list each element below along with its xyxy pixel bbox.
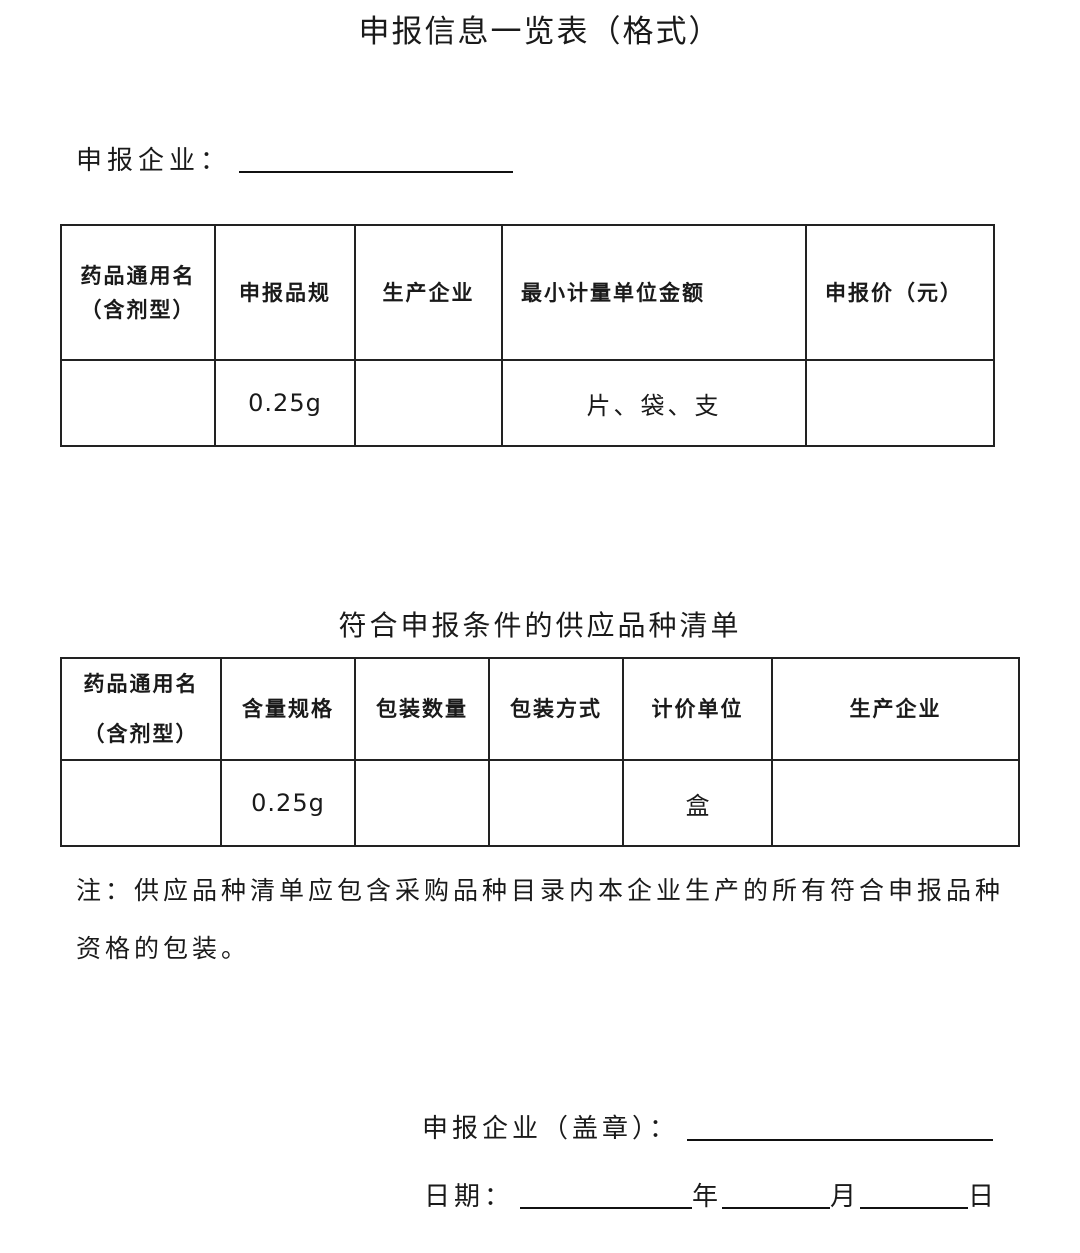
header-drug-name: 药品通用名 （含剂型）	[60, 224, 216, 361]
date-label: 日期：	[424, 1182, 515, 1212]
cell-package-method[interactable]	[488, 759, 624, 847]
month-blank-field[interactable]	[722, 1207, 831, 1209]
cell-manufacturer[interactable]	[771, 759, 1020, 847]
cell-manufacturer[interactable]	[354, 359, 503, 447]
table-row: 0.25g 片、袋、支	[60, 359, 995, 447]
header-package-quantity: 包装数量	[354, 657, 490, 761]
cell-pricing-unit[interactable]: 盒	[622, 759, 773, 847]
company-line: 申报企业：	[76, 140, 514, 177]
sign-blank-field[interactable]	[687, 1139, 994, 1141]
header-declared-price: 申报价（元）	[805, 224, 995, 361]
header-content-spec: 含量规格	[220, 657, 356, 761]
day-label: 日	[968, 1182, 999, 1212]
cell-package-quantity[interactable]	[354, 759, 490, 847]
table-header-row: 药品通用名 （含剂型） 申报品规 生产企业 最小计量单位金额 申报价（元）	[60, 224, 995, 361]
date-line: 日期： 年 月 日	[424, 1176, 998, 1213]
declaration-table: 药品通用名 （含剂型） 申报品规 生产企业 最小计量单位金额 申报价（元） 0.…	[60, 224, 995, 447]
table-header-row: 药品通用名 （含剂型） 含量规格 包装数量 包装方式 计价单位 生产企业	[60, 657, 1020, 761]
section-subtitle: 符合申报条件的供应品种清单	[338, 609, 742, 642]
header-drug-name-line2: （含剂型）	[80, 297, 196, 322]
header-package-method: 包装方式	[488, 657, 624, 761]
year-label: 年	[692, 1182, 723, 1212]
note-text: 注：供应品种清单应包含采购品种目录内本企业生产的所有符合申报品种资格的包装。	[76, 876, 1005, 963]
company-label: 申报企业：	[76, 146, 232, 176]
day-blank-field[interactable]	[860, 1207, 969, 1209]
header-manufacturer: 生产企业	[354, 224, 503, 361]
supply-list-table: 药品通用名 （含剂型） 含量规格 包装数量 包装方式 计价单位 生产企业 0.2…	[60, 657, 1020, 847]
company-blank-field[interactable]	[239, 171, 514, 173]
cell-content-spec[interactable]: 0.25g	[220, 759, 356, 847]
cell-spec[interactable]: 0.25g	[214, 359, 356, 447]
page-title: 申报信息一览表（格式）	[358, 14, 722, 50]
year-blank-field[interactable]	[520, 1207, 693, 1209]
sign-label: 申报企业（盖章）：	[422, 1114, 680, 1144]
header-drug-name-line1: 药品通用名	[83, 672, 199, 696]
header-drug-name: 药品通用名 （含剂型）	[60, 657, 222, 761]
table-row: 0.25g 盒	[60, 759, 1020, 847]
header-manufacturer: 生产企业	[771, 657, 1020, 761]
month-label: 月	[830, 1182, 861, 1212]
header-drug-name-line2: （含剂型）	[83, 722, 199, 746]
cell-drug-name[interactable]	[60, 759, 222, 847]
cell-price[interactable]	[805, 359, 995, 447]
cell-min-unit[interactable]: 片、袋、支	[501, 359, 807, 447]
header-min-unit-amount: 最小计量单位金额	[501, 224, 807, 361]
signature-line: 申报企业（盖章）：	[422, 1108, 994, 1145]
header-drug-name-line1: 药品通用名	[80, 263, 196, 288]
header-spec: 申报品规	[214, 224, 356, 361]
header-pricing-unit: 计价单位	[622, 657, 773, 761]
cell-drug-name[interactable]	[60, 359, 216, 447]
